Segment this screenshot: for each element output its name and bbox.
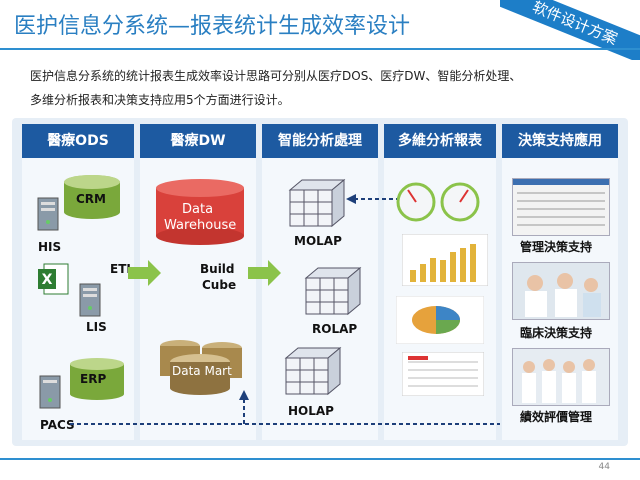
erp-label: ERP: [80, 372, 107, 386]
bar-chart-icon: [402, 234, 488, 286]
performance-label: 績效評價管理: [520, 410, 593, 424]
column-ods-header: 醫療ODS: [22, 124, 134, 158]
his-label: HIS: [38, 240, 62, 254]
column-olap-header: 智能分析處理: [262, 124, 378, 158]
footer-divider: [0, 458, 640, 460]
intro-line-2: 多维分析报表和决策支持应用5个方面进行设计。: [30, 93, 290, 107]
crm-database-icon: [64, 175, 120, 219]
report-table-icon: [402, 352, 484, 396]
performance-photo-image: [512, 348, 610, 406]
data-mart-label: Data Mart: [172, 364, 232, 378]
data-mart-icon: [160, 340, 242, 395]
column-decision-header: 決策支持應用: [502, 124, 618, 158]
arrow-right-icon: [248, 260, 281, 286]
mgmt-decision-label: 管理決策支持: [520, 240, 593, 254]
svg-text:X: X: [42, 272, 53, 288]
header-divider: [0, 48, 640, 50]
crm-label: CRM: [76, 192, 106, 206]
rolap-label: ROLAP: [312, 322, 358, 336]
erp-database-icon: [70, 358, 124, 400]
server-icon: [39, 375, 61, 409]
feedback-dashed-line: [70, 390, 500, 425]
pie-chart-icon: [396, 296, 484, 344]
holap-label: HOLAP: [288, 404, 334, 418]
page-title: 医护信息分系统—报表统计生成效率设计: [14, 14, 411, 39]
intro-line-1: 医护信息分系统的统计报表生成效率设计思路可分别从医疗DOS、医疗DW、智能分析处…: [30, 69, 522, 83]
management-screenshot-image: [512, 178, 610, 236]
build-label-2: Cube: [202, 278, 237, 292]
clinical-decision-label: 臨床決策支持: [520, 326, 593, 340]
lis-label: LIS: [86, 320, 107, 334]
intro-text: 医护信息分系统的统计报表生成效率设计思路可分别从医疗DOS、医疗DW、智能分析处…: [30, 64, 620, 112]
page-number: 44: [598, 462, 610, 472]
corner-ribbon: 软件设计方案: [500, 0, 640, 60]
column-dw-header: 醫療DW: [140, 124, 256, 158]
gauge-chart-icon: [396, 182, 480, 222]
data-warehouse-icon: [156, 179, 244, 245]
build-label-1: Build: [200, 262, 235, 276]
excel-icon: X: [38, 263, 69, 295]
column-report-header: 多維分析報表: [384, 124, 496, 158]
data-warehouse-label-2: Warehouse: [164, 218, 237, 233]
data-warehouse-label-1: Data: [182, 202, 214, 217]
holap-cube-icon: [284, 346, 342, 396]
molap-cube-icon: [288, 178, 346, 228]
server-icon: [79, 283, 101, 317]
arrow-right-icon: [128, 260, 161, 286]
pacs-label: PACS: [40, 418, 75, 432]
ribbon-wrap: 软件设计方案: [500, 0, 640, 60]
server-icon: [37, 197, 59, 231]
dashed-arrow-icon: [346, 194, 400, 204]
molap-label: MOLAP: [294, 234, 342, 248]
rolap-cube-icon: [304, 266, 362, 316]
clinical-photo-image: [512, 262, 610, 320]
